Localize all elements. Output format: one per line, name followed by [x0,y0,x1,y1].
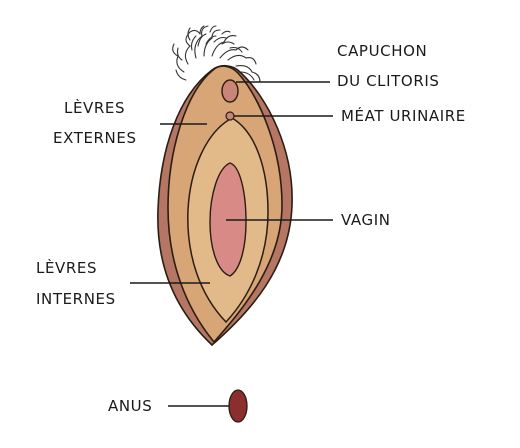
label-capuchon-line2: DU CLITORIS [337,72,440,90]
clitoris-shape [221,79,239,103]
label-levres-internes-line2: INTERNES [36,290,116,308]
label-levres-externes-line1: LÈVRES [64,98,125,117]
label-levres-internes-line1: LÈVRES [36,258,97,277]
label-meat-urinaire: MÉAT URINAIRE [341,106,466,125]
label-levres-externes-line2: EXTERNES [53,129,137,147]
label-anus: ANUS [108,397,152,415]
leader-lines [130,81,333,407]
urethral-meatus-shape [225,111,235,121]
label-vagin: VAGIN [341,211,391,229]
anus-shape [228,389,248,423]
pubic-hair [172,25,261,83]
label-capuchon-line1: CAPUCHON [337,42,427,60]
